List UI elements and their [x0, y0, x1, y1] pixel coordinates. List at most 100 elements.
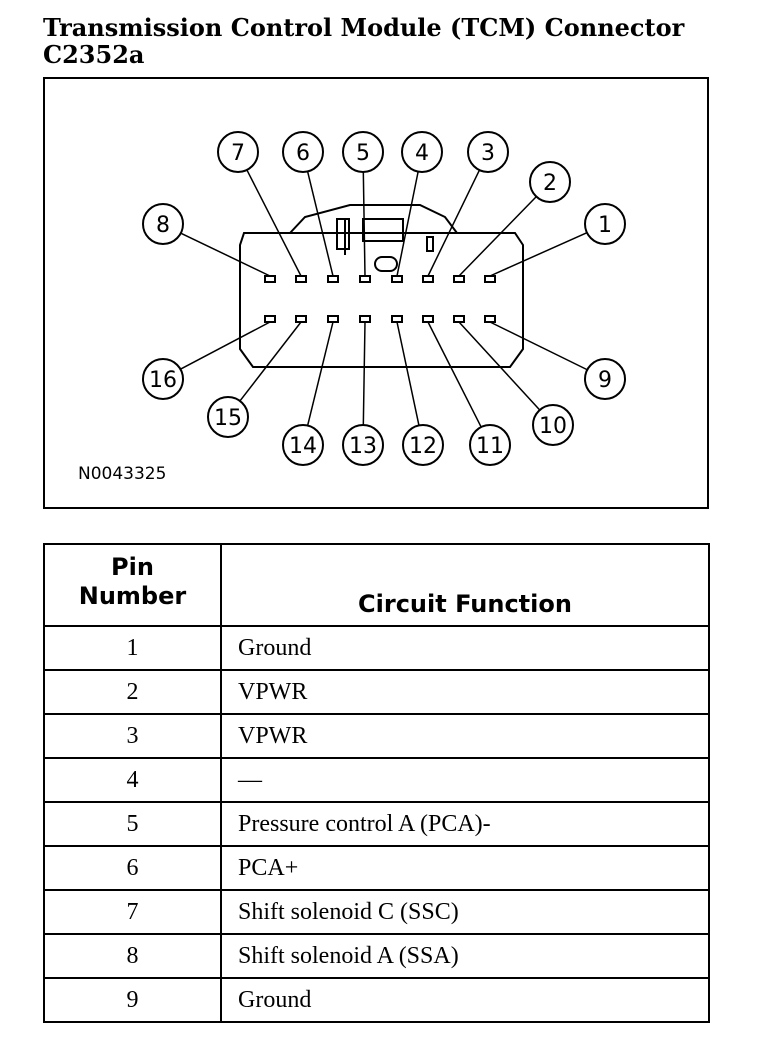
latch-slot: [336, 218, 350, 250]
pin-number-cell: 1: [43, 625, 222, 671]
latch-slot: [362, 218, 404, 242]
pin-terminal: [453, 275, 465, 283]
pin-callout-label: 10: [539, 414, 567, 439]
pin-terminal: [327, 275, 339, 283]
leader-line: [180, 321, 271, 370]
pin-number-cell: 9: [43, 977, 222, 1023]
circuit-function-cell: Ground: [220, 977, 710, 1023]
pin-callout-label: 3: [481, 141, 495, 166]
header-circuit-function: Circuit Function: [220, 543, 710, 627]
pin-callout-circle: [584, 358, 626, 400]
pin-callout-label: 1: [598, 213, 612, 238]
circuit-function-cell: VPWR: [220, 713, 710, 759]
pin-terminal: [327, 315, 339, 323]
pin-callout-circle: [342, 424, 384, 466]
leader-line: [306, 171, 334, 277]
circuit-function-cell: Shift solenoid A (SSA): [220, 933, 710, 979]
leader-line: [246, 169, 302, 277]
pin-callout-circle: [342, 131, 384, 173]
pin-callout-label: 16: [149, 368, 177, 393]
title-line-1: Transmission Control Module (TCM) Connec…: [43, 13, 685, 42]
pin-terminal: [422, 315, 434, 323]
circuit-function-cell: Shift solenoid C (SSC): [220, 889, 710, 935]
circuit-function-cell: Ground: [220, 625, 710, 671]
pin-callout-label: 6: [296, 141, 310, 166]
leader-line: [306, 321, 334, 426]
pin-number-cell: 2: [43, 669, 222, 715]
pin-callout-label: 14: [289, 434, 317, 459]
connector-body: [239, 232, 524, 368]
figure-code: N0043325: [78, 464, 166, 484]
pin-callout-label: 9: [598, 368, 612, 393]
pin-terminal: [295, 315, 307, 323]
latch-slot: [426, 236, 434, 252]
pin-callout-label: 13: [349, 434, 377, 459]
pin-terminal: [264, 275, 276, 283]
pin-terminal: [359, 275, 371, 283]
pin-callout-circle: [529, 161, 571, 203]
pin-callout-circle: [142, 358, 184, 400]
pin-terminal: [295, 275, 307, 283]
page-title: Transmission Control Module (TCM) Connec…: [43, 14, 743, 68]
pin-terminal: [484, 275, 496, 283]
leader-line: [489, 321, 588, 371]
pin-callout-label: 5: [356, 141, 370, 166]
pin-number-cell: 6: [43, 845, 222, 891]
header-pin-line-2: Number: [78, 582, 187, 610]
table-row: 4—: [43, 757, 710, 803]
leader-line: [458, 196, 537, 277]
pin-number-cell: 8: [43, 933, 222, 979]
leader-line: [427, 321, 482, 428]
leader-line: [427, 169, 481, 277]
pin-callout-label: 7: [231, 141, 245, 166]
pin-callout-label: 11: [476, 434, 504, 459]
leader-line: [180, 232, 271, 277]
leader-line: [362, 321, 366, 426]
pin-callout-circle: [217, 131, 259, 173]
pin-number-cell: 7: [43, 889, 222, 935]
leader-line: [396, 171, 419, 277]
leader-line: [396, 321, 420, 426]
pin-callout-label: 8: [156, 213, 170, 238]
connector-latch: [289, 204, 458, 234]
circuit-function-cell: VPWR: [220, 669, 710, 715]
circuit-function-cell: PCA+: [220, 845, 710, 891]
pin-callout-circle: [142, 203, 184, 245]
pin-callout-label: 15: [214, 406, 242, 431]
leader-line: [362, 171, 366, 277]
pin-callout-circle: [402, 424, 444, 466]
pin-terminal: [264, 315, 276, 323]
pin-callout-circle: [282, 424, 324, 466]
header-pin-number: Pin Number: [43, 543, 222, 627]
pin-callout-circle: [401, 131, 443, 173]
pin-number-cell: 4: [43, 757, 222, 803]
leader-line: [489, 231, 588, 277]
pin-callout-label: 12: [409, 434, 437, 459]
pin-callout-circle: [467, 131, 509, 173]
pin-terminal: [453, 315, 465, 323]
pin-callout-circle: [282, 131, 324, 173]
table-header-row: Pin Number Circuit Function: [43, 543, 710, 627]
title-line-2: C2352a: [43, 40, 145, 69]
pin-terminal: [391, 315, 403, 323]
leader-line: [239, 321, 302, 402]
pin-callout-circle: [532, 404, 574, 446]
pin-terminal: [359, 315, 371, 323]
pin-terminal: [484, 315, 496, 323]
pin-callout-circle: [469, 424, 511, 466]
pin-terminal: [391, 275, 403, 283]
pin-terminal: [422, 275, 434, 283]
header-pin-line-1: Pin: [111, 553, 154, 581]
pin-callout-circle: [207, 396, 249, 438]
